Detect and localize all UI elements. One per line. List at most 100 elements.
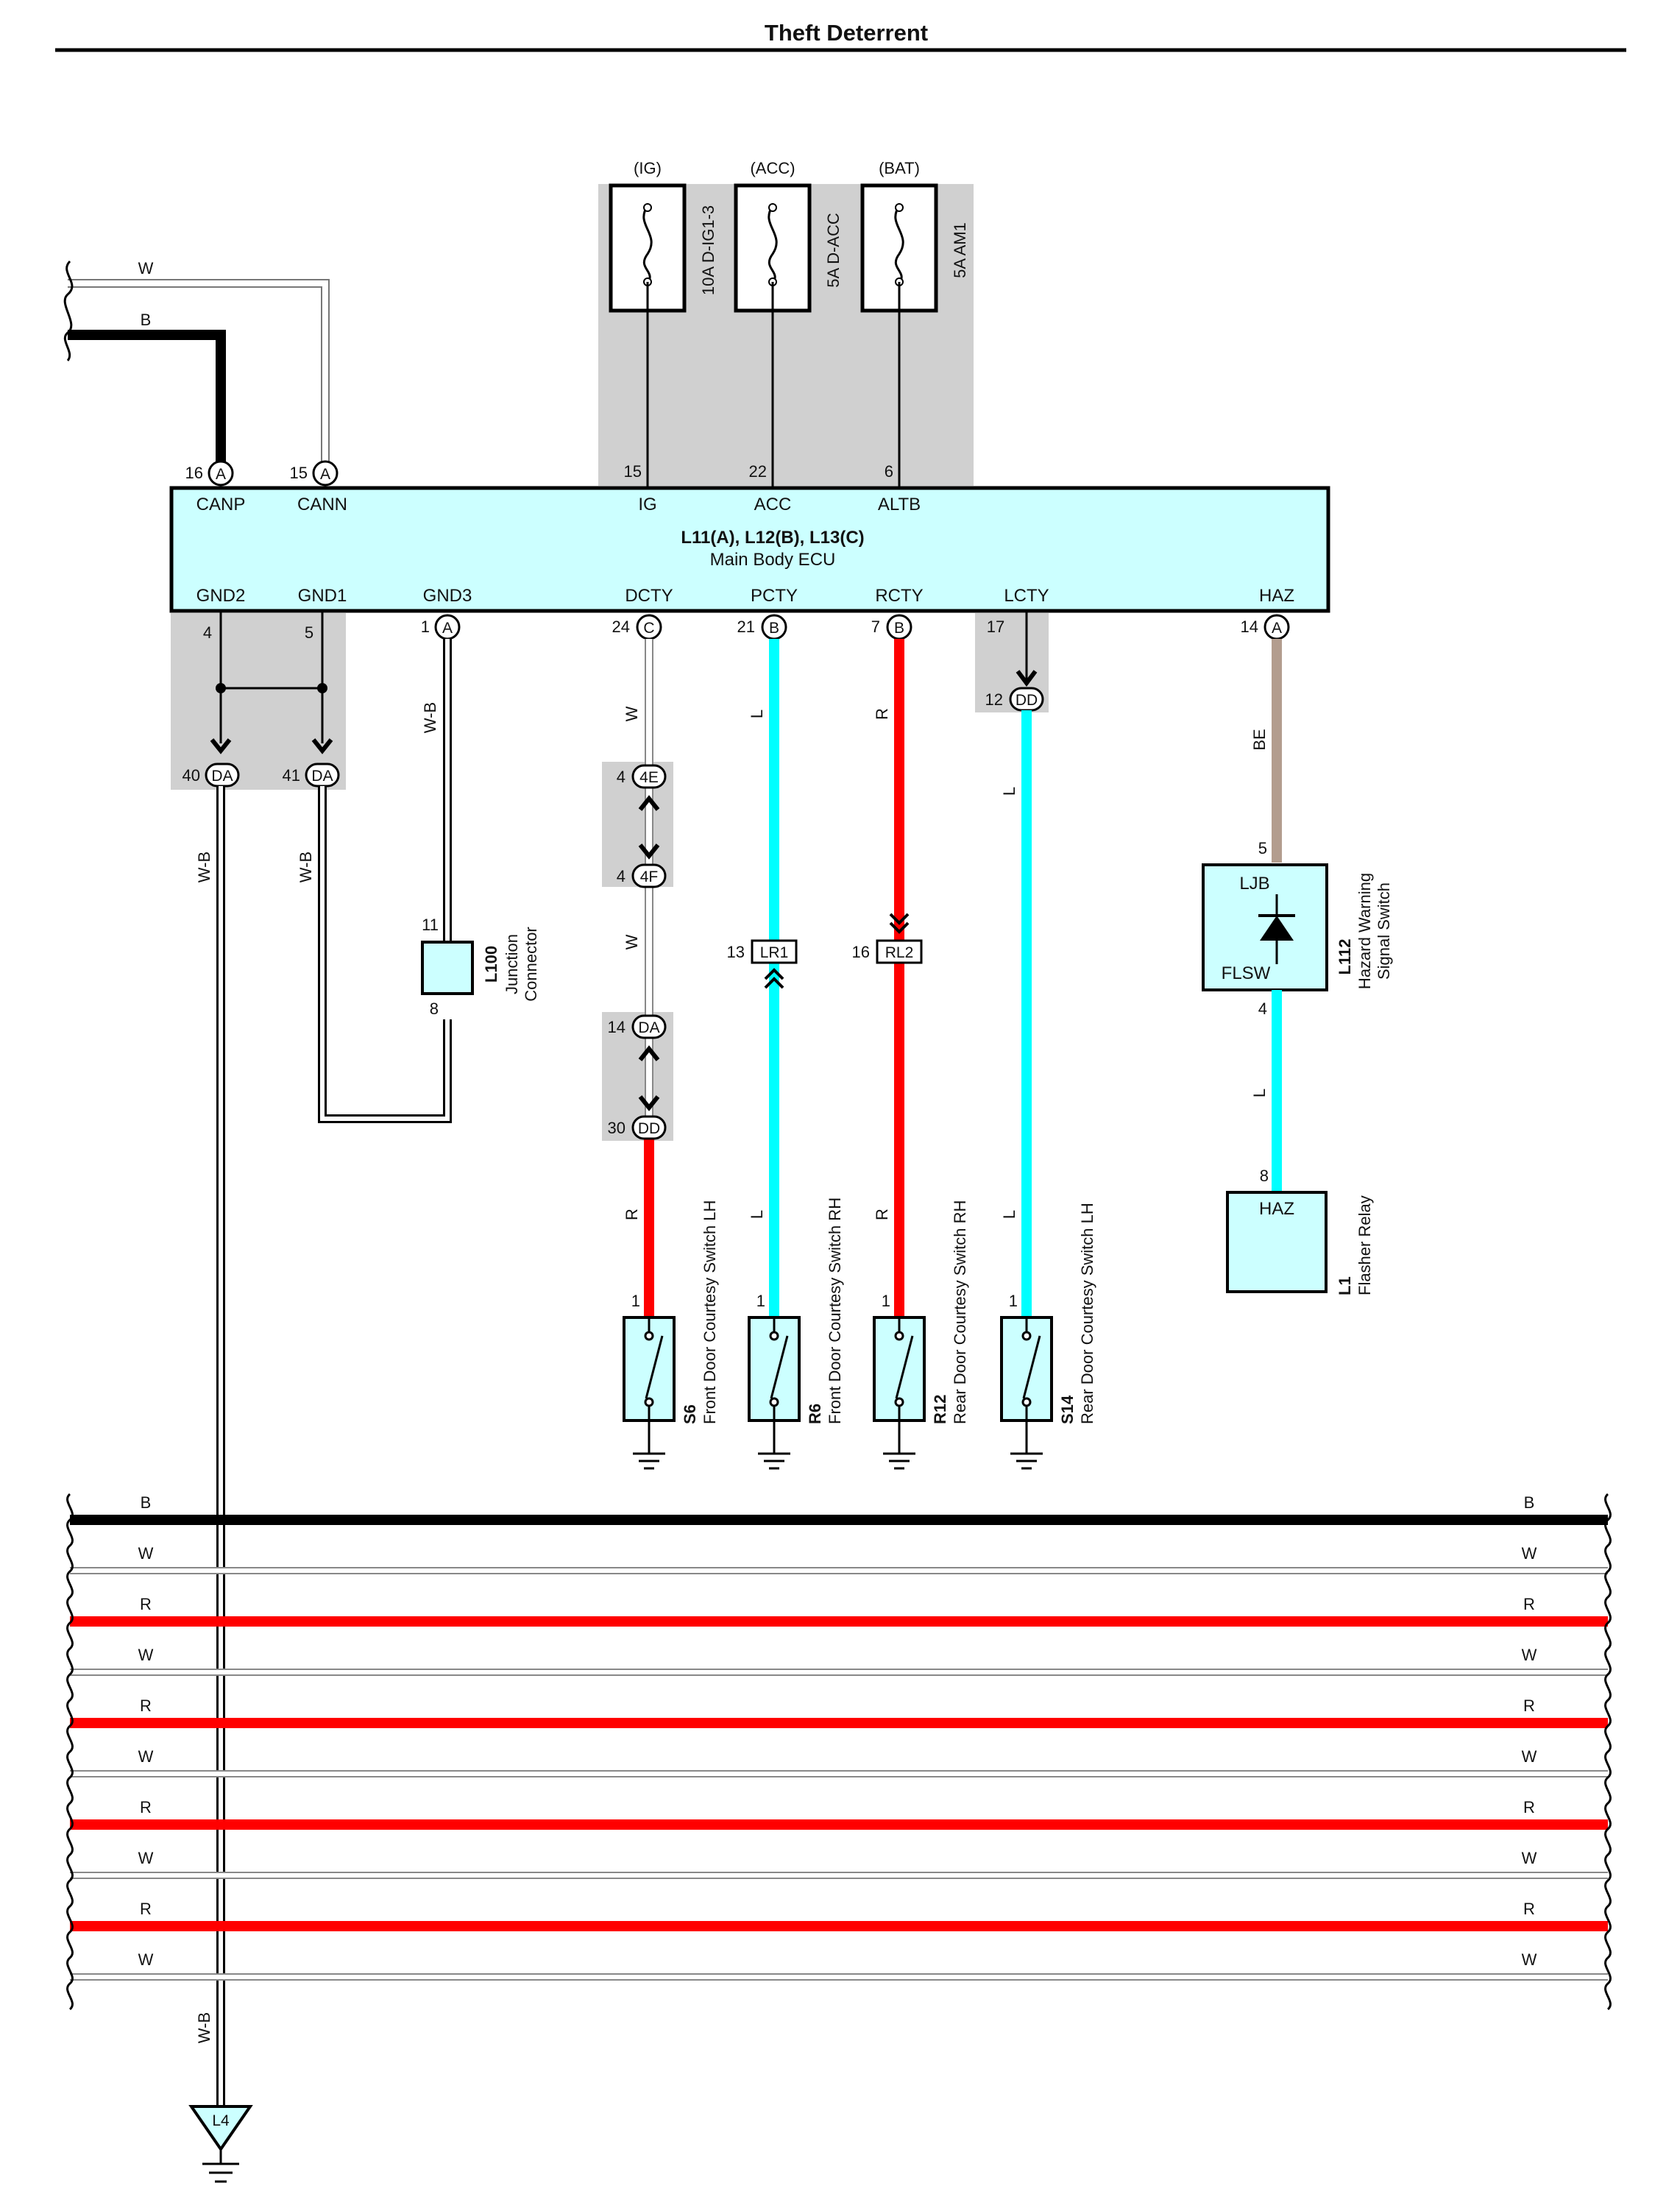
flasher-relay <box>1226 1191 1328 1293</box>
hazard-label-flsw: FLSW <box>1222 963 1271 983</box>
splice-dot-left <box>216 683 226 693</box>
flasher-name: Flasher Relay <box>1355 1195 1374 1295</box>
wire-label-dcty-3: R <box>623 1209 641 1220</box>
pin-pcty: 21 <box>737 618 755 636</box>
bus-label-right-6: W <box>1522 1747 1537 1766</box>
wire-label-lcty-1: L <box>1000 787 1018 796</box>
pin-acc: 22 <box>749 462 767 481</box>
sig-rcty: RCTY <box>875 586 923 606</box>
switch-r12-id: R12 <box>931 1395 949 1424</box>
flasher-id: L1 <box>1336 1276 1354 1295</box>
bus-label-right-8: W <box>1522 1849 1537 1867</box>
pin-lcty: 17 <box>987 618 1004 636</box>
bus-label-left-8: W <box>138 1849 154 1867</box>
wire-label-rcty-2: R <box>873 1209 891 1220</box>
pin-da-40: 40 <box>182 766 200 785</box>
connector-4f-label: 4F <box>640 868 659 885</box>
bus-label-right-4: W <box>1522 1646 1537 1664</box>
junction-connector <box>421 941 474 995</box>
pin-gnd2: 4 <box>203 623 212 642</box>
wire-label-pcty-2: L <box>748 1210 766 1219</box>
connector-4e <box>631 764 667 789</box>
bus-break-right <box>1604 1493 1612 2011</box>
switch-s6-id: S6 <box>681 1404 699 1424</box>
pin-rl2: 16 <box>852 943 870 961</box>
connector-cann-letter: A <box>320 466 330 483</box>
switch-r6-pin: 1 <box>756 1292 765 1310</box>
hazard-pin-bottom: 4 <box>1258 1000 1267 1018</box>
ground-triangle <box>188 2105 253 2152</box>
sig-canp: CANP <box>196 495 246 514</box>
diode-icon <box>1260 916 1294 941</box>
chevron-rl2-icon <box>889 913 910 934</box>
main-body-ecu <box>169 486 1330 613</box>
connector-lr1-label: LR1 <box>760 944 789 961</box>
chevron-4e-icon <box>638 795 660 811</box>
bus-label-left-9: R <box>140 1900 152 1918</box>
bus-label-right-7: R <box>1523 1798 1535 1816</box>
junction-id: L100 <box>482 946 500 983</box>
switch-s14-name: Rear Door Courtesy Switch LH <box>1078 1203 1096 1424</box>
pin-ig: 15 <box>624 462 642 481</box>
ecu-subtitle: Main Body ECU <box>710 550 836 570</box>
bus-label-right-2: W <box>1522 1544 1537 1563</box>
wire-label-ground-bottom: W-B <box>195 2012 213 2043</box>
connector-da-41-label: DA <box>311 768 333 785</box>
pin-dcty: 24 <box>612 618 630 636</box>
connector-pcty-letter: B <box>769 620 779 637</box>
switch-r6-name: Front Door Courtesy Switch RH <box>826 1197 844 1424</box>
switch-r12-name: Rear Door Courtesy Switch RH <box>951 1200 969 1424</box>
pin-rcty: 7 <box>871 618 880 636</box>
pin-gnd1: 5 <box>305 623 313 642</box>
junction-pin-bottom: 8 <box>430 1000 439 1018</box>
fuse-source-ig: (IG) <box>634 159 662 177</box>
splice-dot-right <box>317 683 327 693</box>
connector-da-14 <box>631 1014 667 1039</box>
switch-s6 <box>623 1316 676 1470</box>
fuse-source-acc: (ACC) <box>750 159 795 177</box>
input-wire-w <box>68 279 330 471</box>
page-title: Theft Deterrent <box>765 20 928 46</box>
bus-label-left-1: B <box>141 1493 152 1512</box>
bus-label-left-6: W <box>138 1747 154 1766</box>
pin-cann: 15 <box>290 464 308 482</box>
sig-cann: CANN <box>297 495 347 514</box>
pin-haz: 14 <box>1241 618 1258 636</box>
flasher-label: HAZ <box>1259 1199 1294 1219</box>
connector-cann <box>312 460 339 487</box>
sig-dcty: DCTY <box>625 586 673 606</box>
bus-label-left-2: W <box>138 1544 154 1563</box>
bus-label-right-1: B <box>1524 1493 1535 1512</box>
hazard-label-ljb: LJB <box>1239 874 1269 894</box>
sig-gnd3: GND3 <box>423 586 472 606</box>
bus-label-left-3: R <box>140 1595 152 1613</box>
wire-label-gnd1: W-B <box>297 852 315 882</box>
pin-4f: 4 <box>617 867 625 885</box>
connector-da-40-label: DA <box>211 768 233 785</box>
wire-label-dcty-1: W <box>623 706 641 721</box>
wire-label-pcty-1: L <box>748 710 766 718</box>
chevron-gnd1-icon <box>311 738 333 754</box>
hazard-name2: Signal Switch <box>1375 882 1393 980</box>
fuse-rating-acc: 5A D-ACC <box>824 213 843 288</box>
connector-dd-12-label: DD <box>1016 692 1038 709</box>
connector-dd-30 <box>631 1115 667 1140</box>
bus-label-right-9: R <box>1523 1900 1535 1918</box>
switch-r12 <box>873 1316 926 1470</box>
connector-rl2-label: RL2 <box>885 944 914 961</box>
switch-r12-pin: 1 <box>882 1292 890 1310</box>
switch-s6-pin: 1 <box>631 1292 640 1310</box>
switch-s14 <box>1000 1316 1053 1470</box>
wire-label-gnd3: W-B <box>421 702 439 733</box>
pin-altb: 6 <box>885 462 893 481</box>
connector-4e-label: 4E <box>639 769 659 786</box>
connector-4f <box>631 863 667 888</box>
bus-label-right-3: R <box>1523 1595 1535 1613</box>
